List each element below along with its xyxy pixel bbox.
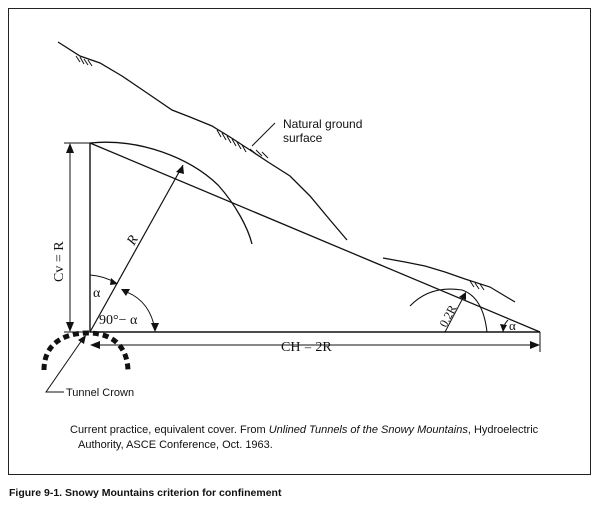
slope-line [89,142,541,333]
alpha-label-toe: α [509,318,516,333]
radius-arc [89,141,253,245]
caption-line-1: Current practice, equivalent cover. From… [70,423,540,438]
caption-source-title: Unlined Tunnels of the Snowy Mountains [268,424,468,436]
ninety-minus-alpha-label: 90°− α [99,313,138,328]
ground-label-leader [251,122,276,147]
tunnel-crown-label: Tunnel Crown [66,387,134,399]
radius-line [89,164,184,333]
point-two-r-arc [409,288,488,333]
alpha-toe-arrow [500,324,507,332]
ch-label: CH = 2R [281,340,332,355]
caption-text-a: Current practice, equivalent cover. From [70,424,269,436]
radius-arrowhead [176,165,184,174]
figure-title: Figure 9-1. Snowy Mountains criterion fo… [9,487,282,499]
point-two-r-arrow [459,292,466,300]
ground-label-line2: surface [283,131,323,145]
point-two-r-label: 0.2R [436,303,459,330]
ninety-arc-arrow-top [121,289,130,296]
diagram-caption: Current practice, equivalent cover. From… [70,423,540,453]
alpha-arc-left-arrow [110,278,118,285]
natural-ground-lower-line [382,257,516,303]
ground-hatch-marks [75,55,485,291]
ground-label-line1: Natural ground [283,117,362,131]
r-label: R [124,233,142,249]
natural-ground-surface-line [57,41,348,241]
cv-label: Cv = R [52,241,67,282]
tunnel-crown-leader-arrow [78,335,86,344]
alpha-label-left: α [93,286,101,301]
figure-frame [8,8,591,475]
ninety-arc-arrow-bottom [151,323,159,332]
caption-text-b: , Hydroelectric [467,424,539,436]
tunnel-crown-leader [45,339,83,393]
tunnel-crown-icon [41,330,131,373]
ch-arrow-left [90,341,100,349]
point-two-r-line [444,293,466,333]
cv-arrow-bottom [66,322,74,332]
cv-arrow-top [66,143,74,153]
caption-line-2: Authority, ASCE Conference, Oct. 1963. [78,439,273,451]
ch-arrow-right [530,341,540,349]
